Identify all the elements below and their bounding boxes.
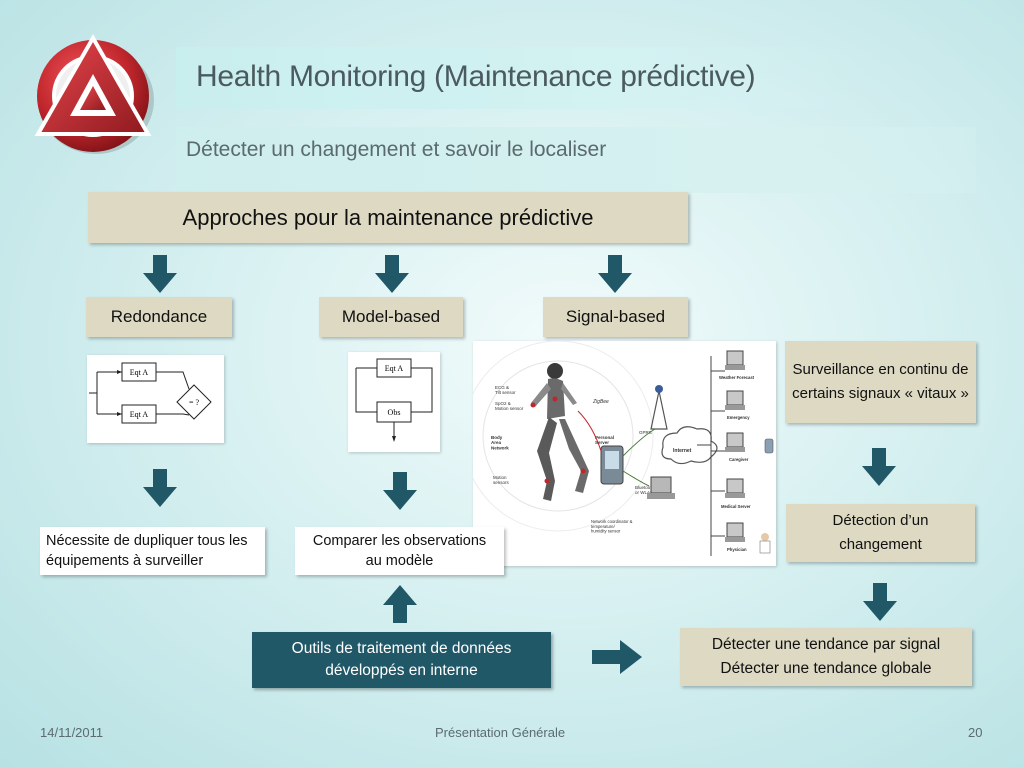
down-arrow-icon bbox=[143, 469, 177, 507]
label-spo2: SpO2 &Motion sensor bbox=[495, 401, 524, 411]
up-arrow-icon bbox=[383, 585, 417, 623]
tendance-box: Détecter une tendance par signal Détecte… bbox=[680, 628, 972, 686]
method-redondance: Redondance bbox=[86, 297, 232, 337]
outils-box: Outils de traitement de données développ… bbox=[252, 632, 551, 688]
model-result: Comparer les observations au modèle bbox=[295, 527, 504, 575]
subtitle-band bbox=[176, 127, 976, 193]
title-band bbox=[176, 47, 866, 109]
label-zigbee: ZigBee bbox=[592, 399, 609, 405]
redondance-comparator: = ? bbox=[189, 398, 200, 407]
approaches-header: Approches pour la maintenance prédictive bbox=[88, 192, 688, 243]
model-block-top: Eqt A bbox=[385, 364, 404, 373]
company-logo bbox=[30, 30, 160, 160]
redondance-result: Nécessite de dupliquer tous les équipeme… bbox=[40, 527, 265, 575]
internet-cloud-icon bbox=[661, 426, 718, 465]
label-caregiver: Caregiver bbox=[729, 457, 749, 462]
tendance-line-2: Détecter une tendance globale bbox=[720, 660, 932, 677]
down-arrow-icon bbox=[143, 255, 177, 293]
pc-icon bbox=[650, 476, 672, 494]
down-arrow-icon bbox=[862, 448, 896, 486]
method-signal-based: Signal-based bbox=[543, 297, 688, 337]
outils-text: Outils de traitement de données développ… bbox=[291, 640, 512, 679]
redondance-result-text: Nécessite de dupliquer tous les équipeme… bbox=[46, 533, 248, 569]
down-arrow-icon bbox=[375, 255, 409, 293]
redondance-block-bottom: Eqt A bbox=[130, 410, 149, 419]
runner-figure bbox=[530, 363, 589, 501]
label-emergency: Emergency bbox=[727, 415, 750, 420]
redondance-block-top: Eqt A bbox=[130, 368, 149, 377]
server-column: Weather Forecast Emergency Caregiver Med… bbox=[697, 350, 774, 556]
method-model-based: Model-based bbox=[319, 297, 463, 337]
model-result-text: Comparer les observations au modèle bbox=[312, 533, 487, 569]
detection-box: Détection d’un changement bbox=[786, 504, 975, 562]
slide-title: Health Monitoring (Maintenance prédictiv… bbox=[196, 60, 756, 93]
label-internet: Internet bbox=[673, 448, 692, 454]
down-arrow-icon bbox=[863, 583, 897, 621]
right-arrow-icon bbox=[592, 640, 642, 674]
surveillance-text: Surveillance en continu de certains sign… bbox=[792, 361, 969, 402]
detection-text: Détection d’un changement bbox=[832, 512, 929, 553]
body-area-network-figure: ECG &Tilt sensor SpO2 &Motion sensor Bod… bbox=[462, 340, 776, 566]
tendance-line-1: Détecter une tendance par signal bbox=[711, 636, 941, 653]
label-weather: Weather Forecast bbox=[719, 375, 755, 380]
cell-tower-icon bbox=[650, 390, 668, 430]
label-medical-server: Medical Server bbox=[721, 504, 751, 509]
footer-page-number: 20 bbox=[968, 725, 983, 740]
model-block-bottom: Obs bbox=[388, 408, 401, 417]
label-network-coordinator: Network coordinator &temperature/humidit… bbox=[591, 519, 633, 534]
label-ecg: ECG &Tilt sensor bbox=[495, 385, 516, 395]
model-based-diagram: Eqt A Obs bbox=[348, 352, 440, 452]
label-gprs: GPRS bbox=[639, 430, 652, 435]
footer-date: 14/11/2011 bbox=[40, 725, 104, 740]
slide-subtitle: Détecter un changement et savoir le loca… bbox=[186, 138, 607, 161]
footer-title: Présentation Générale bbox=[435, 725, 566, 740]
label-physician: Physician bbox=[727, 547, 747, 552]
redondance-diagram: Eqt A Eqt A = ? bbox=[87, 355, 224, 443]
surveillance-box: Surveillance en continu de certains sign… bbox=[785, 341, 976, 423]
down-arrow-icon bbox=[383, 472, 417, 510]
down-arrow-icon bbox=[598, 255, 632, 293]
